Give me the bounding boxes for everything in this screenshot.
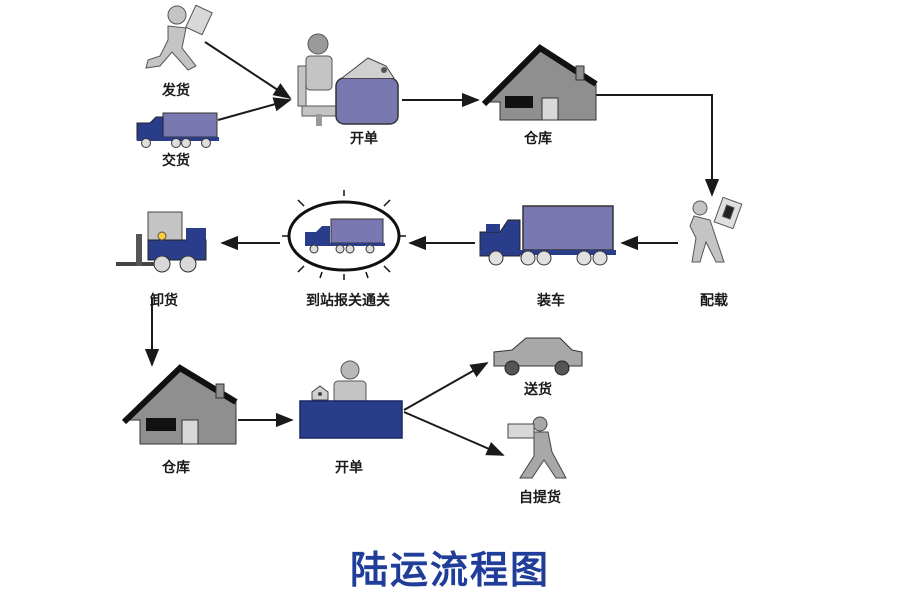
label-loading: 装车 [537,293,565,309]
label-warehouse-2: 仓库 [162,460,190,476]
arrow-deliver-to-order [217,97,292,121]
customs-oval-icon [282,190,406,280]
service-counter-icon [299,360,403,439]
label-deliver-goods: 交货 [162,153,190,169]
warehouse-icon-1 [481,44,598,121]
small-truck-icon [136,112,219,148]
label-warehouse-1: 仓库 [524,131,552,147]
label-open-order-1: 开单 [350,131,378,147]
running-man-icon [145,4,213,71]
label-open-order-2: 开单 [335,460,363,476]
clerk-at-desk-icon [297,33,399,126]
man-carrying-box-icon [689,196,743,263]
warehouse-icon-2 [121,364,238,445]
flow-arrows [144,41,720,456]
label-self-pickup: 自提货 [519,490,561,506]
large-truck-icon [479,205,616,266]
label-distribution: 配载 [700,293,728,309]
label-customs: 到站报关通关 [306,293,390,309]
arrow-order-to-delivery [403,362,489,411]
label-unloading: 卸货 [150,293,178,309]
forklift-icon [116,211,207,273]
arrow-send-to-order [204,41,292,99]
arrow-order-to-pickup [403,411,505,456]
car-icon [493,337,583,376]
arrow-warehouse-to-distribution [590,94,720,197]
label-send-goods: 发货 [162,83,190,99]
diagram-title: 陆运流程图 [349,548,551,592]
pickup-man-icon [507,416,567,479]
label-delivery: 送货 [524,382,552,398]
